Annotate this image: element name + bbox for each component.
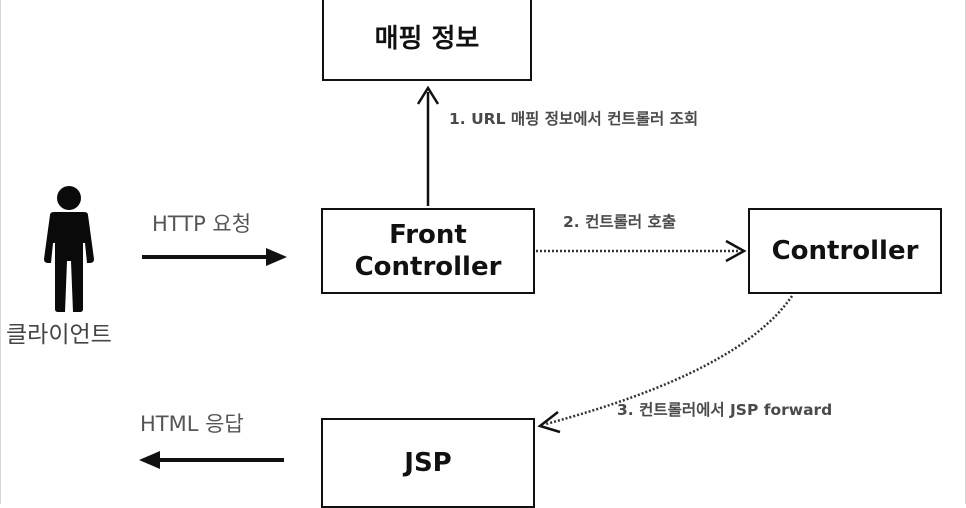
jsp-label: JSP [404, 447, 452, 478]
front-controller-label-line1: Front [389, 219, 467, 250]
front-controller-label: Front Controller [355, 219, 502, 284]
front-controller-box: Front Controller [321, 208, 535, 294]
html-response-label: HTML 응답 [140, 412, 244, 436]
front-controller-label-line2: Controller [354, 252, 502, 282]
jsp-box: JSP [321, 418, 535, 508]
person-icon [44, 186, 94, 312]
mapping-info-label: 매핑 정보 [374, 23, 480, 54]
controller-label: Controller [771, 235, 919, 266]
mapping-info-box: 매핑 정보 [322, 0, 532, 81]
step1-label: 1. URL 매핑 정보에서 컨트롤러 조회 [449, 110, 699, 128]
client-label: 클라이언트 [6, 322, 112, 348]
step3-label: 3. 컨트롤러에서 JSP forward [617, 401, 833, 419]
step2-label: 2. 컨트롤러 호출 [563, 213, 677, 231]
controller-box: Controller [748, 208, 942, 294]
http-request-label: HTTP 요청 [152, 212, 252, 236]
